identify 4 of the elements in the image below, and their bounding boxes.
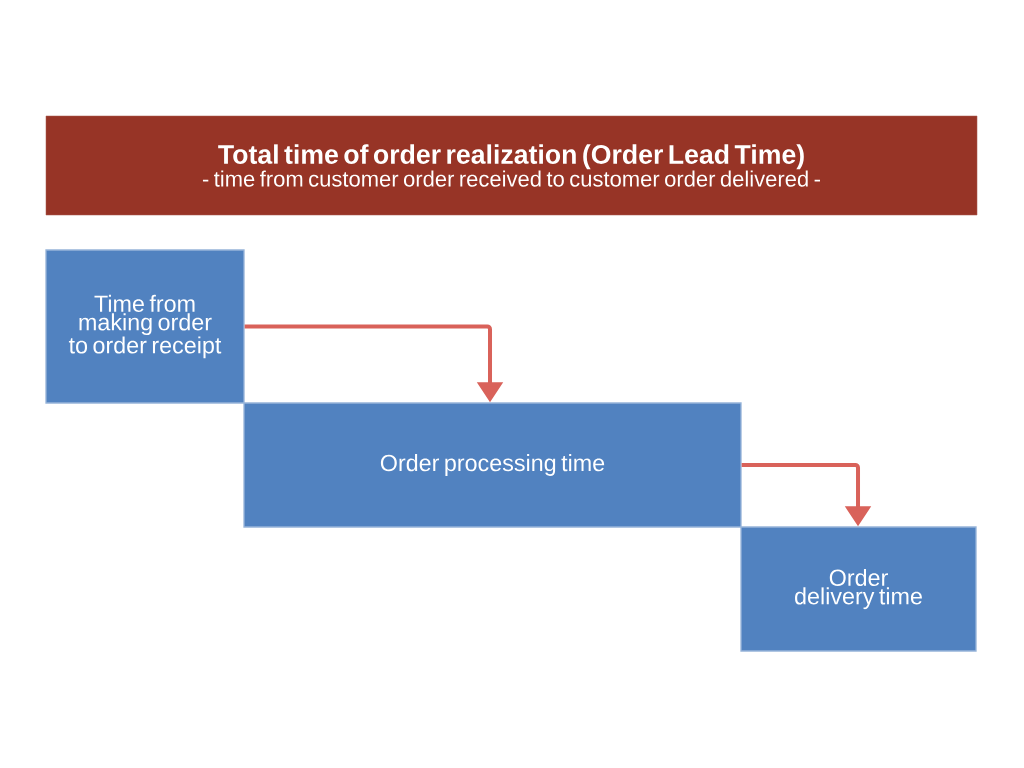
- process-box: Order processing time: [243, 402, 742, 528]
- process-box: Time from making order to order receipt: [45, 249, 245, 404]
- process-box: Order delivery time: [740, 526, 977, 652]
- title-banner: Total time of order realization (Order Lead Time) - time from customer order received to customer order delivered -: [45, 115, 978, 216]
